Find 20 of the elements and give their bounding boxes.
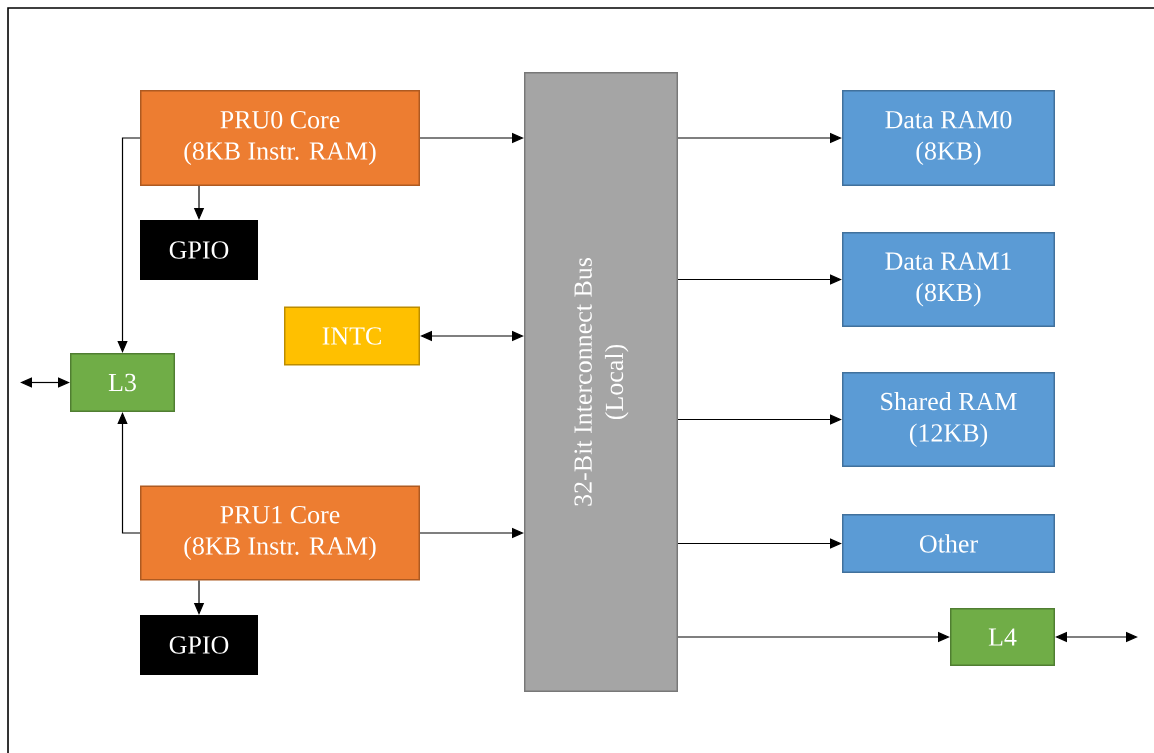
bus-box: 32-Bit Interconnect Bus (Local) (524, 72, 678, 692)
port-box: L3 (70, 353, 175, 412)
memory-box: Shared RAM (12KB) (842, 372, 1055, 467)
controller-box: INTC (284, 306, 420, 366)
core-box: PRU0 Core (8KB Instr. RAM) (140, 90, 420, 186)
gpio-box: GPIO (140, 615, 258, 675)
arrow (677, 274, 842, 285)
arrow (420, 330, 524, 342)
arrow (117, 412, 141, 534)
memory-box: Data RAM0 (8KB) (842, 90, 1055, 186)
core-box: PRU1 Core (8KB Instr. RAM) (140, 485, 420, 581)
port-box: L4 (950, 608, 1055, 666)
arrow (20, 377, 70, 388)
memory-box: Data RAM1 (8KB) (842, 232, 1055, 327)
arrow (677, 414, 842, 425)
arrow (677, 538, 842, 549)
memory-box: Other (842, 514, 1055, 573)
arrow (117, 137, 141, 353)
arrow (1055, 631, 1138, 643)
gpio-box: GPIO (140, 220, 258, 280)
